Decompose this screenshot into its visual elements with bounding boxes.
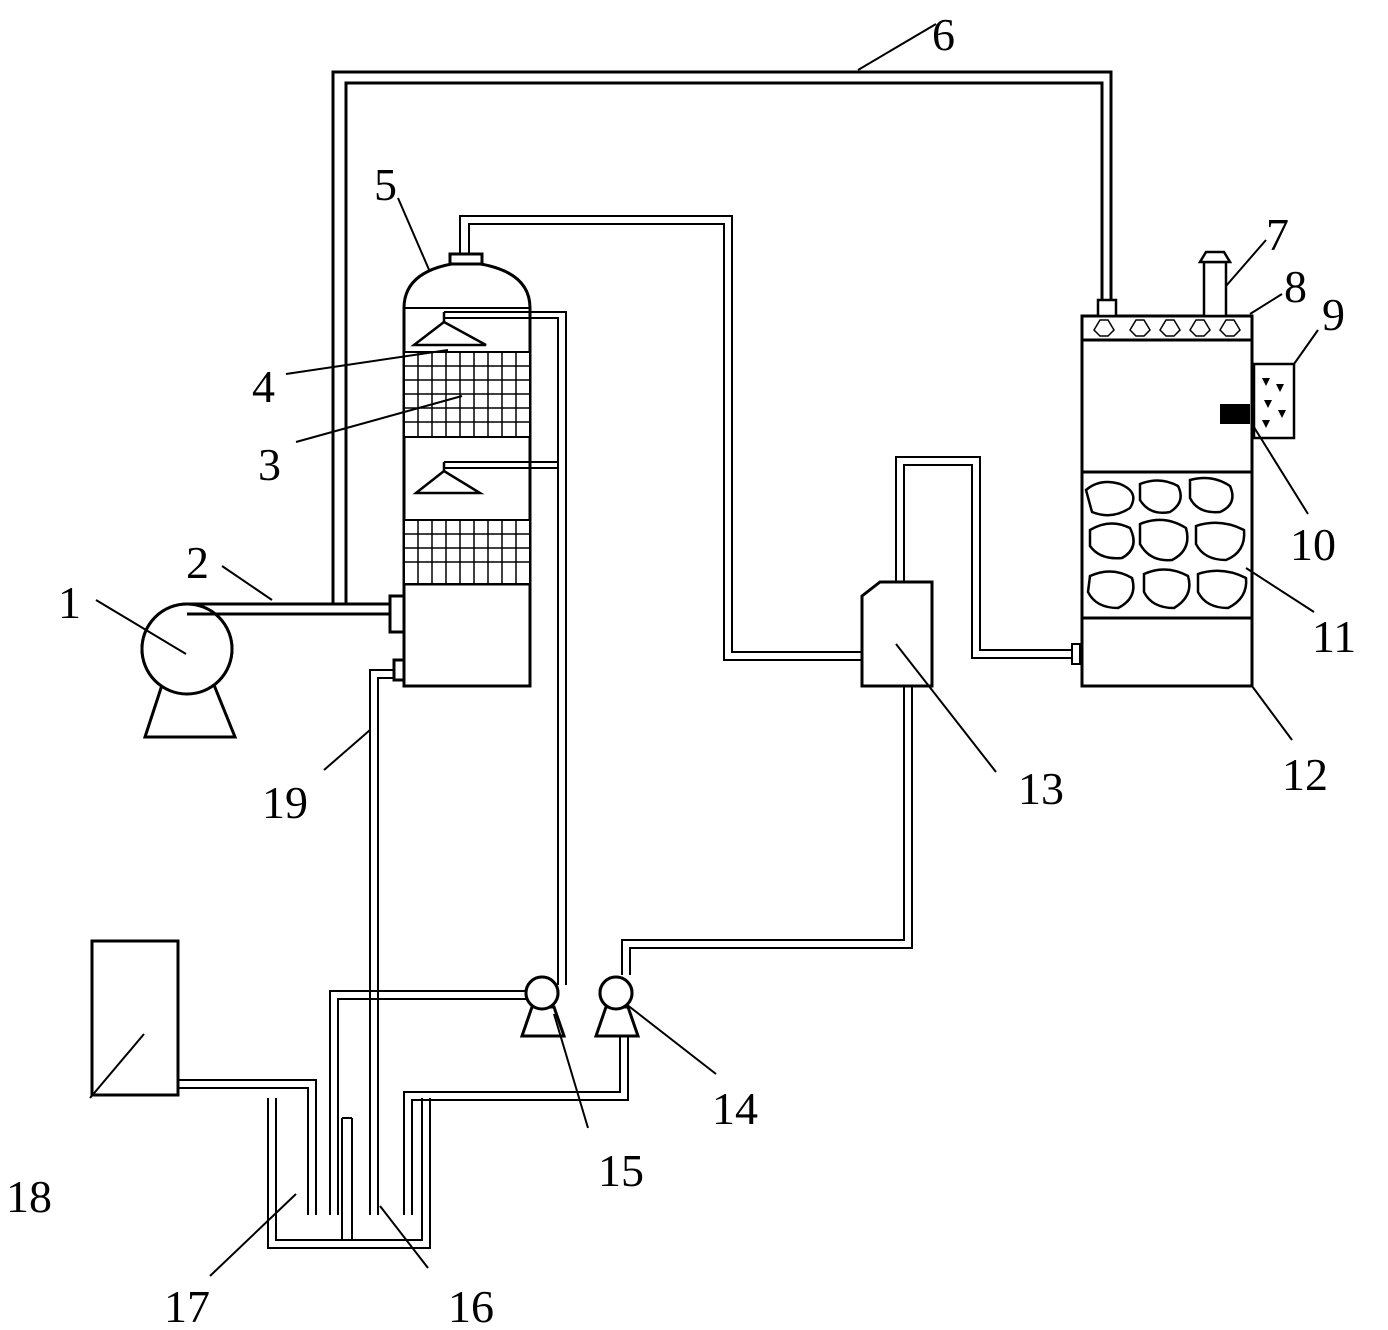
biofilter-inlet-nozzle: [1096, 298, 1118, 318]
label-7: 7: [1266, 209, 1289, 260]
vent-stack-7: [1197, 250, 1233, 318]
bio-filter-media-11: [1084, 476, 1248, 610]
label-16: 16: [448, 1281, 494, 1330]
separator-to-biofilter-pipe: [895, 456, 1081, 665]
pump-15-suction-pipe: [329, 990, 526, 1215]
spray-supply-pipe: [444, 311, 567, 985]
biofilter-12: [1080, 314, 1254, 688]
spray-nozzle-lower: [412, 462, 485, 495]
label-4: 4: [252, 361, 275, 412]
label-6: 6: [932, 9, 955, 60]
leader-lines: [89, 23, 1319, 1277]
label-13: 13: [1018, 763, 1064, 814]
nutrient-box-9: [1252, 362, 1296, 440]
separator-to-pump-pipe: [621, 686, 913, 975]
packing-layer-upper: [403, 351, 531, 438]
label-17: 17: [164, 1281, 210, 1330]
dosing-tank-pipe: [178, 1079, 317, 1215]
inlet-pipe-2: [187, 602, 395, 616]
label-1: 1: [58, 577, 81, 628]
label-12: 12: [1282, 749, 1328, 800]
label-15: 15: [598, 1145, 644, 1196]
dosing-valve-10: [1220, 404, 1250, 424]
label-2: 2: [186, 537, 209, 588]
fan-1: [140, 602, 238, 739]
pump-14: [593, 975, 641, 1038]
label-9: 9: [1322, 289, 1345, 340]
pipe-6: [331, 70, 1113, 605]
pump-14-discharge-pipe: [403, 1036, 629, 1215]
packing-layer-lower: [403, 519, 531, 585]
label-18: 18: [6, 1171, 52, 1222]
label-10: 10: [1290, 519, 1336, 570]
label-8: 8: [1284, 261, 1307, 312]
tank-17-16: [267, 1098, 431, 1249]
separator-13: [860, 580, 934, 688]
tower-to-separator-pipe: [459, 215, 862, 661]
drain-pipe-19: [369, 669, 394, 1215]
cover-packing-8: [1093, 319, 1241, 337]
label-5: 5: [374, 159, 397, 210]
label-19: 19: [262, 777, 308, 828]
part-labels: 1 2 3 4 5 6 7 8 9 10 11 12 13 14 15 16 1…: [6, 9, 1356, 1330]
label-14: 14: [712, 1083, 758, 1134]
label-3: 3: [258, 439, 281, 490]
label-11: 11: [1312, 611, 1356, 662]
dosing-tank-18: [90, 939, 180, 1097]
